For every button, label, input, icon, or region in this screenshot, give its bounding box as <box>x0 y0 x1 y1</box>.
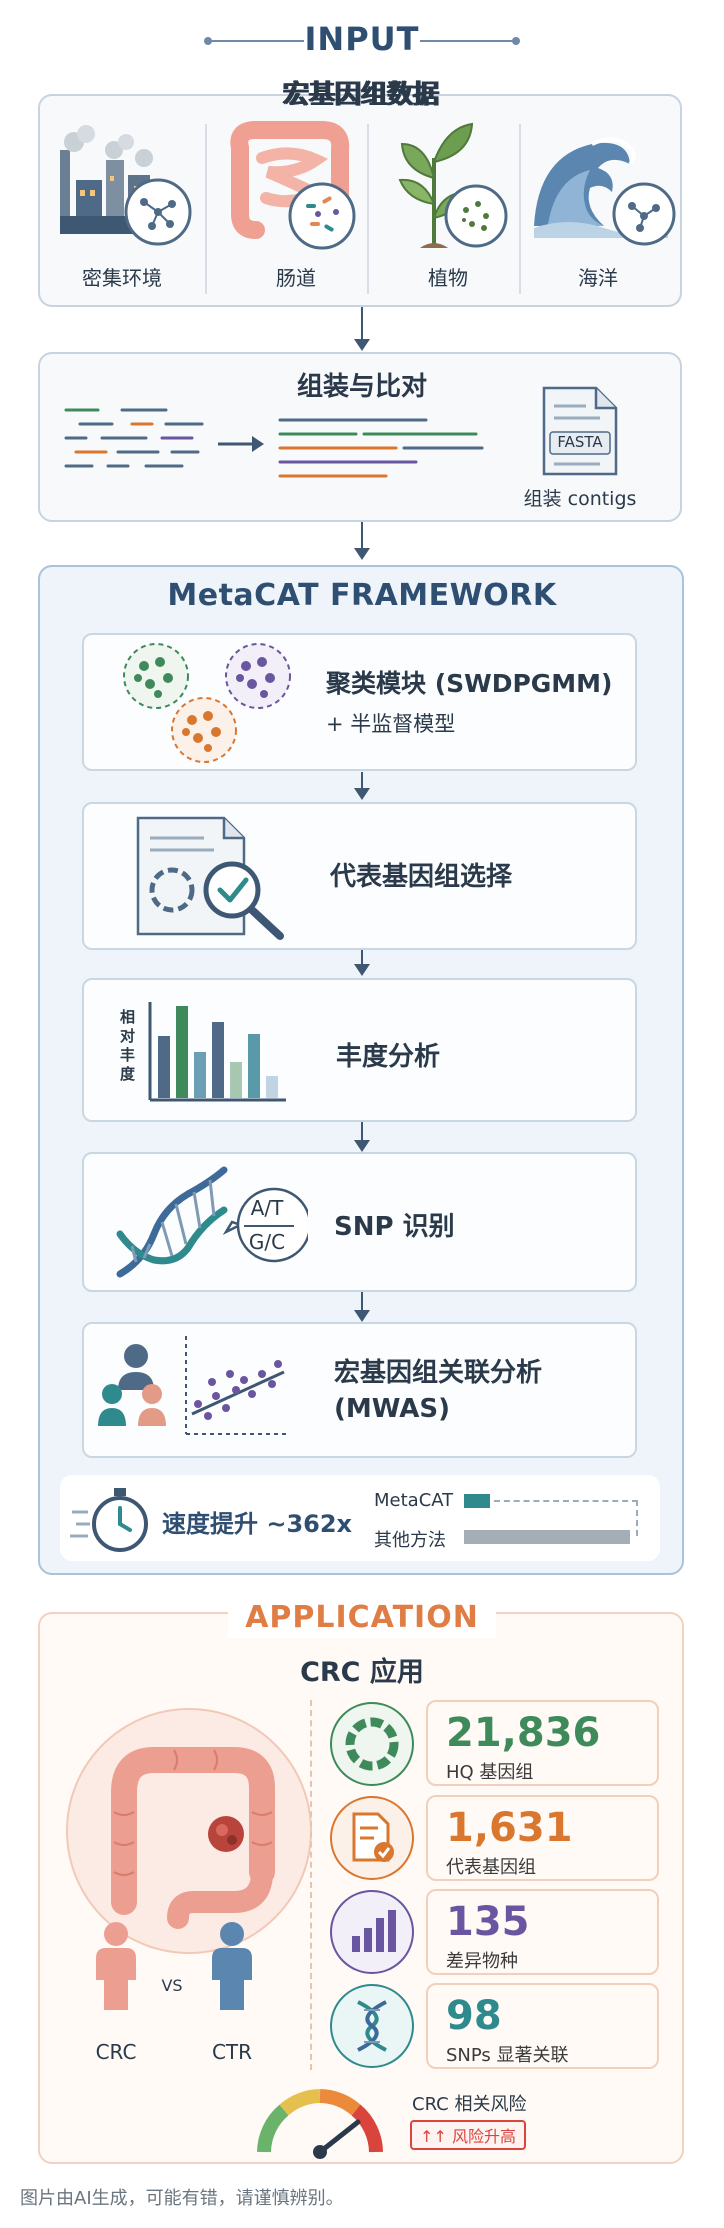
arrow-input-to-assembly <box>354 307 370 351</box>
mwas-title: 宏基因组关联分析 <box>334 1358 543 1388</box>
input-title: INPUT <box>304 20 420 58</box>
arrow-step3-step4 <box>354 1122 370 1152</box>
clustering-title: 聚类模块 (SWDPGMM) <box>326 669 613 698</box>
header-line-right <box>420 40 516 42</box>
assembly-title: 组装与比对 <box>296 372 427 402</box>
footer-disclaimer: 图片由AI生成，可能有错，请谨慎辨别。 <box>20 2188 344 2209</box>
ctr-group-label: CTR <box>211 2040 253 2064</box>
step-mwas <box>82 1322 637 1458</box>
plant-icon <box>398 122 508 248</box>
source-label-3: 海洋 <box>578 266 618 290</box>
stat-card-hq-genomes: 21,836 HQ 基因组 <box>426 1700 659 1786</box>
risk-badge-text: ↑↑ 风险升高 <box>420 2127 516 2146</box>
clustering-subtitle: + 半监督模型 <box>326 712 456 736</box>
arrow-step1-step2 <box>354 772 370 800</box>
abundance-axis-label: 相对丰度 <box>120 1008 136 1083</box>
representative-title: 代表基因组选择 <box>330 862 513 892</box>
input-header: INPUT <box>0 14 724 64</box>
mwas-title-2: (MWAS) <box>334 1394 450 1424</box>
document-check-icon <box>330 1796 414 1880</box>
dna-small-icon <box>330 1984 414 2068</box>
source-label-1: 肠道 <box>276 266 316 290</box>
speed-ours-bar <box>464 1494 490 1508</box>
step-abundance <box>82 978 637 1122</box>
speed-dashed-connector <box>494 1500 638 1536</box>
risk-gauge-icon <box>257 2089 383 2159</box>
application-subtitle: CRC 应用 <box>300 1657 424 1688</box>
ctr-person-icon <box>212 1922 252 2010</box>
people-group-icon <box>98 1344 166 1426</box>
header-line-left <box>208 40 304 42</box>
stat-value: 21,836 <box>446 1710 601 1756</box>
speed-strip <box>60 1475 660 1561</box>
stat-value: 98 <box>446 1993 502 2039</box>
crc-person-icon <box>96 1922 136 2010</box>
application-title: APPLICATION <box>245 1600 479 1635</box>
arrow-assembly-to-framework <box>354 522 370 560</box>
speed-others-label: 其他方法 <box>374 1530 446 1551</box>
document-search-icon <box>136 816 284 940</box>
source-divider-2 <box>367 124 369 294</box>
source-label-2: 植物 <box>428 266 468 290</box>
allele-bubble-icon <box>222 1187 308 1263</box>
speed-others-bar <box>464 1530 630 1544</box>
crc-group-label: CRC <box>95 2040 137 2064</box>
colon-icon <box>111 1747 275 1929</box>
scatter-plot-icon <box>185 1336 288 1435</box>
genome-ring-icon <box>330 1702 414 1786</box>
speed-label: 速度提升 ~362x <box>162 1510 353 1538</box>
abundance-title: 丰度分析 <box>336 1042 441 1072</box>
framework-title: MetaCAT FRAMEWORK <box>167 578 557 613</box>
bar-chart-icon <box>330 1890 414 1974</box>
source-divider-3 <box>519 124 521 294</box>
stat-value: 135 <box>446 1899 530 1945</box>
allele-bottom: G/C <box>248 1230 286 1254</box>
stat-label: SNPs 显著关联 <box>446 2045 569 2066</box>
arrow-step4-step5 <box>354 1292 370 1322</box>
application-title-bg <box>228 1596 496 1638</box>
stat-card-snps: 98 SNPs 显著关联 <box>426 1983 659 2069</box>
header-dot-left <box>204 37 212 45</box>
intestine-icon <box>230 121 356 250</box>
contigs-output-label: 组装 contigs <box>523 488 637 510</box>
speed-ours-label: MetaCAT <box>374 1490 454 1511</box>
stat-label: 差异物种 <box>446 1951 518 1972</box>
step-snp <box>82 1152 637 1292</box>
abundance-bar-chart-icon <box>148 1002 286 1102</box>
dna-icon <box>116 1166 228 1278</box>
fasta-file-icon <box>542 386 618 476</box>
input-box-title: 宏基因组数据 <box>281 80 438 110</box>
assembly-arrow-icon <box>218 436 264 452</box>
ocean-wave-icon <box>534 137 676 246</box>
stopwatch-icon <box>70 1488 148 1552</box>
contigs-icon <box>278 418 484 478</box>
vs-label: VS <box>161 1976 183 1995</box>
short-reads-icon <box>64 408 204 468</box>
stat-label: HQ 基因组 <box>446 1762 534 1783</box>
risk-badge: ↑↑ 风险升高 <box>410 2120 526 2150</box>
input-box-title-text: 宏基因组数据 <box>283 80 440 110</box>
stat-value: 1,631 <box>446 1805 573 1851</box>
header-dot-right <box>512 37 520 45</box>
fasta-label: FASTA <box>557 433 603 451</box>
arrow-step2-step3 <box>354 950 370 976</box>
application-divider <box>310 1700 312 2070</box>
source-label-0: 密集环境 <box>82 266 162 290</box>
stat-label: 代表基因组 <box>446 1857 536 1878</box>
clustering-icon <box>123 643 291 763</box>
allele-top: A/T <box>250 1196 284 1220</box>
source-divider-1 <box>205 124 207 294</box>
factory-icon <box>60 125 192 246</box>
stat-card-representative-genomes: 1,631 代表基因组 <box>426 1795 659 1881</box>
stat-card-differential-species: 135 差异物种 <box>426 1889 659 1975</box>
snp-title: SNP 识别 <box>334 1212 455 1242</box>
risk-label: CRC 相关风险 <box>412 2094 527 2115</box>
